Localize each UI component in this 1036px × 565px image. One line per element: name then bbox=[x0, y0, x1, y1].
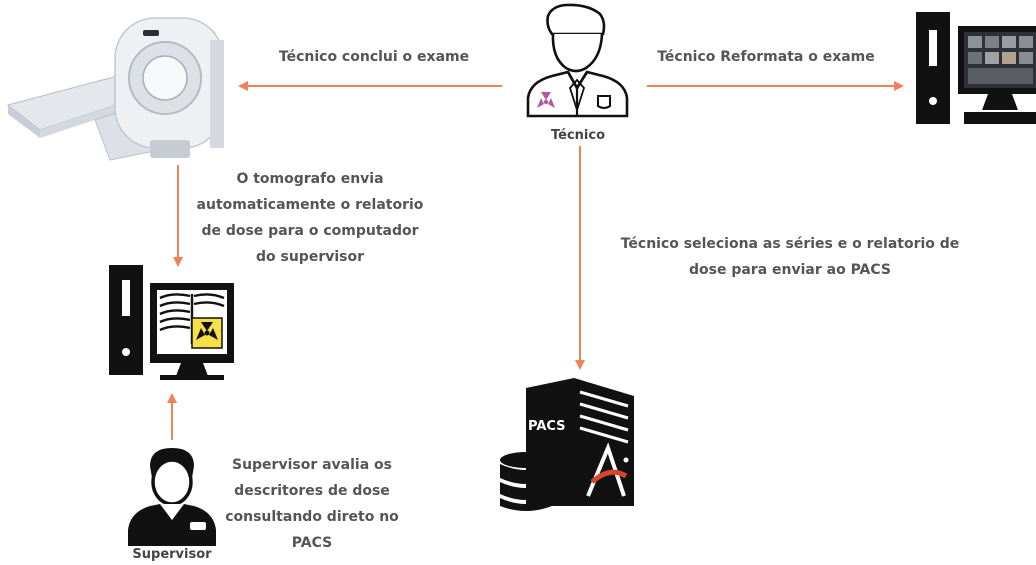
label-line: O tomografo envia bbox=[236, 171, 384, 187]
label-line: dose para enviar ao PACS bbox=[688, 262, 891, 278]
label-line: descritores de dose bbox=[234, 483, 390, 499]
label-tecnico-reformata: Técnico Reformata o exame bbox=[657, 49, 875, 65]
label-tecnico-seleciona: Técnico seleciona as séries e o relatori… bbox=[610, 231, 970, 283]
supervisor-computer-icon bbox=[109, 265, 234, 380]
supervisor-icon bbox=[128, 448, 216, 546]
label-line: PACS bbox=[291, 535, 333, 551]
label-line: automaticamente o relatorio bbox=[196, 197, 424, 213]
label-line: Técnico seleciona as séries e o relatori… bbox=[620, 236, 960, 252]
label-line: consultando direto no bbox=[225, 509, 399, 525]
technician-icon bbox=[526, 3, 629, 118]
label-tecnico-conclui: Técnico conclui o exame bbox=[278, 49, 470, 65]
label-tomografo-envia: O tomografo envia automaticamente o rela… bbox=[190, 166, 430, 270]
workstation-monitor-icon bbox=[916, 12, 1036, 124]
label-line: Supervisor avalia os bbox=[231, 457, 392, 473]
ct-scanner-icon bbox=[6, 17, 224, 161]
database-icon bbox=[500, 452, 552, 511]
label-line: do supervisor bbox=[255, 249, 364, 265]
label-supervisor: Supervisor bbox=[132, 547, 212, 562]
label-tecnico: Técnico bbox=[550, 128, 605, 143]
label-supervisor-avalia: Supervisor avalia os descritores de dose… bbox=[214, 452, 410, 556]
label-line: de dose para o computador bbox=[201, 223, 419, 239]
pacs-label: PACS bbox=[528, 419, 566, 434]
